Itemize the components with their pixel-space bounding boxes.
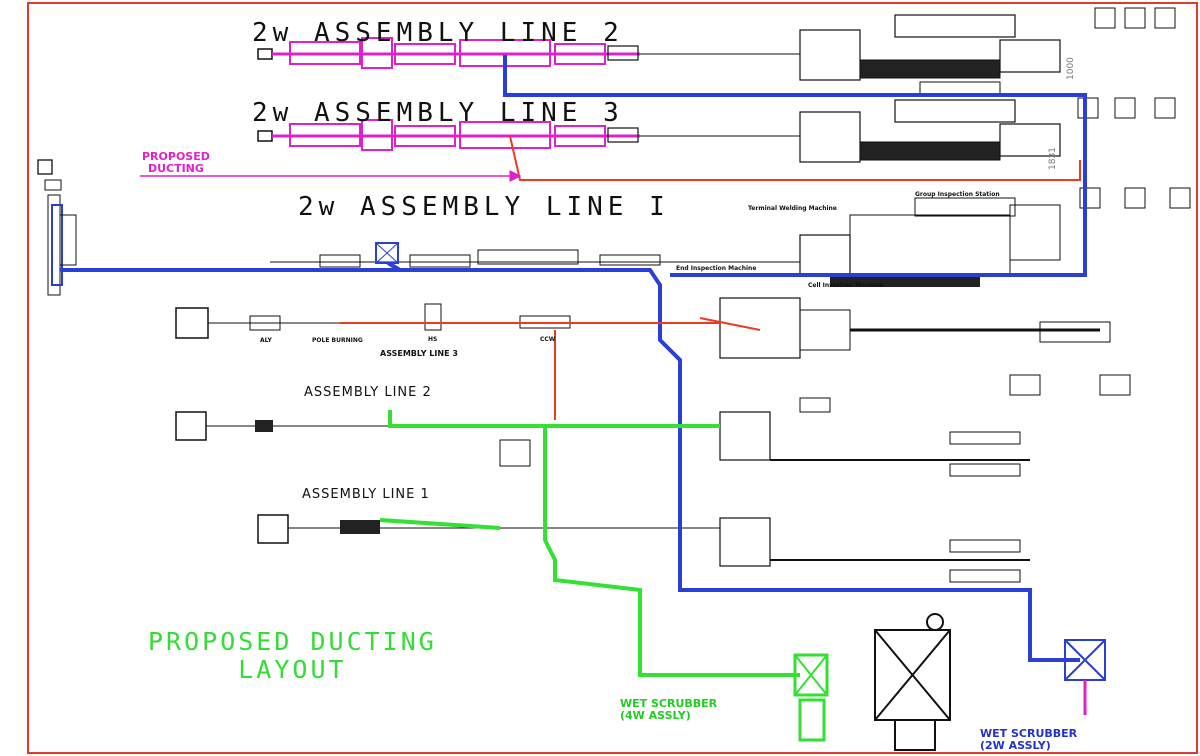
proposed-line-1: PROPOSED [142, 150, 210, 163]
dimension-1000: 1000 [1066, 57, 1076, 80]
assembly-line-3-title: ASSEMBLY LINE 3 [380, 349, 458, 358]
assembly-line-1-title: ASSEMBLY LINE 1 [302, 487, 430, 502]
proposed-ducting-layout-title: PROPOSED DUCTING LAYOUT [148, 628, 437, 684]
drawing-frame [27, 2, 1198, 754]
end-inspection-label: End Inspection Machine [676, 265, 757, 272]
line-2w-1-conveyor [270, 197, 1061, 287]
wet-scrubber-4w-label: WET SCRUBBER (4W ASSLY) [620, 698, 717, 722]
cell-insertion-label: Cell Insertion Machine [808, 282, 884, 289]
aly-label: ALY [260, 337, 272, 344]
scrubber-4w-line-2: (4W ASSLY) [620, 709, 691, 722]
pole-burning-label: POLE BURNING [312, 337, 363, 344]
line-2w-2-conveyor [257, 14, 1061, 95]
right-filter-units [949, 7, 1191, 583]
blue-duct [60, 55, 1087, 662]
terminal-welding-label: Terminal Welding Machine [748, 205, 837, 212]
dimension-1831: 1831 [1048, 147, 1058, 170]
line-2w-1-title: 2w ASSEMBLY LINE I [298, 192, 670, 222]
assembly-line-1-equipment [257, 514, 1030, 567]
group-inspection-label: Group Inspection Station [915, 191, 1000, 198]
assembly-line-2-title: ASSEMBLY LINE 2 [304, 385, 432, 400]
line-2w-3-title: 2w ASSEMBLY LINE 3 [252, 98, 624, 128]
scrubber-2w-line-1: WET SCRUBBER [980, 727, 1078, 740]
left-equipment-stack [37, 159, 77, 296]
assembly-line-2-equipment [175, 397, 1030, 467]
layout-title-line-1: PROPOSED DUCTING [148, 627, 437, 656]
red-duct [340, 135, 1081, 420]
assembly-line-3-equipment [175, 297, 1131, 396]
proposed-line-2: DUCTING [147, 162, 204, 175]
proposed-ducting-small-label: PROPOSED DUCTING [142, 151, 210, 175]
line-2w-2-title: 2w ASSEMBLY LINE 2 [252, 18, 624, 48]
scrubber-4w-line-1: WET SCRUBBER [620, 697, 718, 710]
wet-scrubber-2w-label: WET SCRUBBER (2W ASSLY) [980, 728, 1077, 752]
hs-label: HS [428, 336, 438, 343]
ccw-label: CCW [540, 336, 556, 343]
green-duct [379, 410, 800, 677]
layout-title-line-2: LAYOUT [238, 655, 347, 684]
scrubber-2w-line-2: (2W ASSLY) [980, 739, 1051, 752]
wet-scrubber-4w-unit [793, 653, 829, 697]
line-2w-3-conveyor [257, 99, 1061, 163]
central-scrubber [874, 613, 951, 751]
